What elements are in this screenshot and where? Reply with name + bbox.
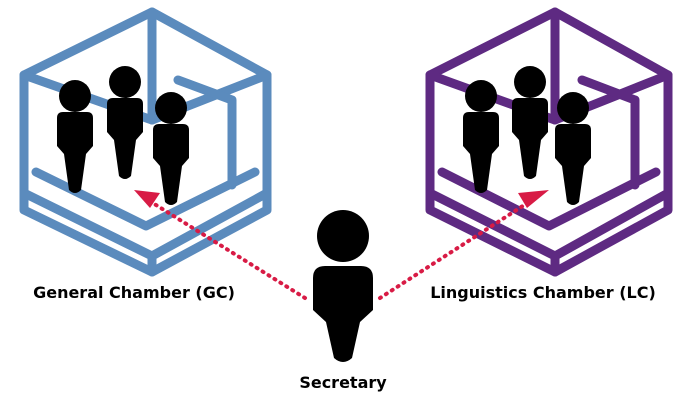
general-chamber-people-icon	[57, 66, 189, 205]
general-chamber: General Chamber (GC)	[19, 7, 272, 302]
linguistics-chamber: Linguistics Chamber (LC)	[425, 7, 673, 302]
general-chamber-label: General Chamber (GC)	[33, 283, 235, 302]
arrowhead-gc	[134, 190, 160, 208]
secretary-person-icon	[313, 210, 373, 362]
linguistics-chamber-room-icon	[425, 7, 673, 277]
linguistics-chamber-label: Linguistics Chamber (LC)	[430, 283, 656, 302]
linguistics-chamber-people-icon	[463, 66, 591, 205]
connector-to-gc	[146, 198, 307, 300]
secretary-label: Secretary	[299, 373, 387, 392]
arrowhead-lc	[518, 190, 549, 208]
connectors	[134, 190, 549, 300]
connector-to-lc	[378, 198, 534, 300]
secretary: Secretary	[299, 210, 387, 392]
